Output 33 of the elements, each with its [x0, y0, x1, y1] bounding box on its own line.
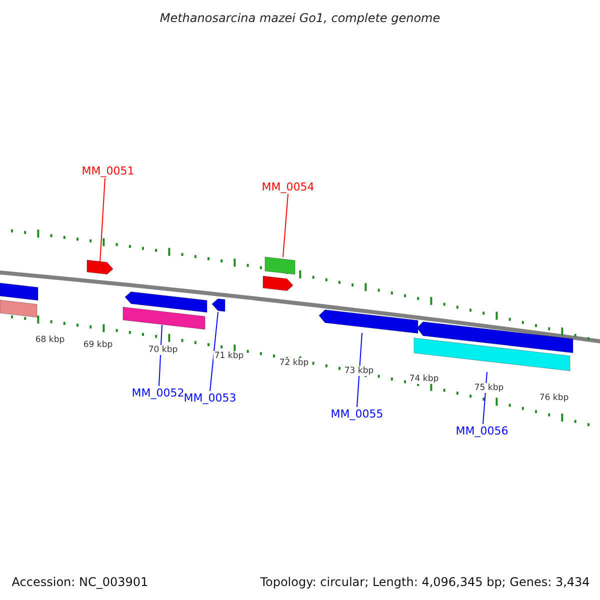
gene-bar: [122, 306, 206, 330]
scale-label: 74 kbp: [408, 374, 440, 384]
scale-label: 75 kbp: [473, 383, 505, 393]
leader-line: [282, 194, 288, 258]
gene-label: MM_0053: [184, 392, 236, 404]
gene-label: MM_0052: [132, 386, 184, 400]
leader-line: [100, 178, 106, 262]
scale-label: 70 kbp: [147, 345, 179, 355]
leader-line: [356, 332, 362, 408]
genome-stats-text: Topology: circular; Length: 4,096,345 bp; Genes: 3,434: [260, 575, 590, 589]
gene-label: MM_0056: [456, 424, 508, 438]
gene-bar: [414, 338, 570, 372]
gene-feature: [318, 309, 418, 334]
leader-line: [210, 312, 218, 392]
gene-feature: [262, 276, 294, 292]
scale-label: 68 kbp: [34, 335, 66, 345]
gene-bar: [264, 256, 296, 275]
gene-feature: [212, 298, 226, 312]
gene-feature: [416, 321, 574, 354]
gene-label: MM_0054: [262, 180, 314, 194]
gene-feature: [124, 291, 208, 313]
accession-text: Accession: NC_003901: [12, 575, 148, 589]
scale-label: 72 kbp: [278, 358, 310, 368]
scale-label: 76 kbp: [538, 393, 570, 403]
scale-label: 71 kbp: [213, 351, 245, 361]
scale-label: 69 kbp: [82, 340, 114, 350]
gene-label: MM_0055: [330, 408, 384, 420]
scale-label: 73 kbp: [343, 366, 375, 376]
gene-label: MM_0051: [82, 164, 134, 178]
gene-bar: [0, 282, 38, 301]
gene-feature: [86, 260, 114, 275]
map-title: Methanosarcina mazei Go1, complete genome: [160, 11, 440, 25]
gene-bar: [0, 300, 38, 318]
